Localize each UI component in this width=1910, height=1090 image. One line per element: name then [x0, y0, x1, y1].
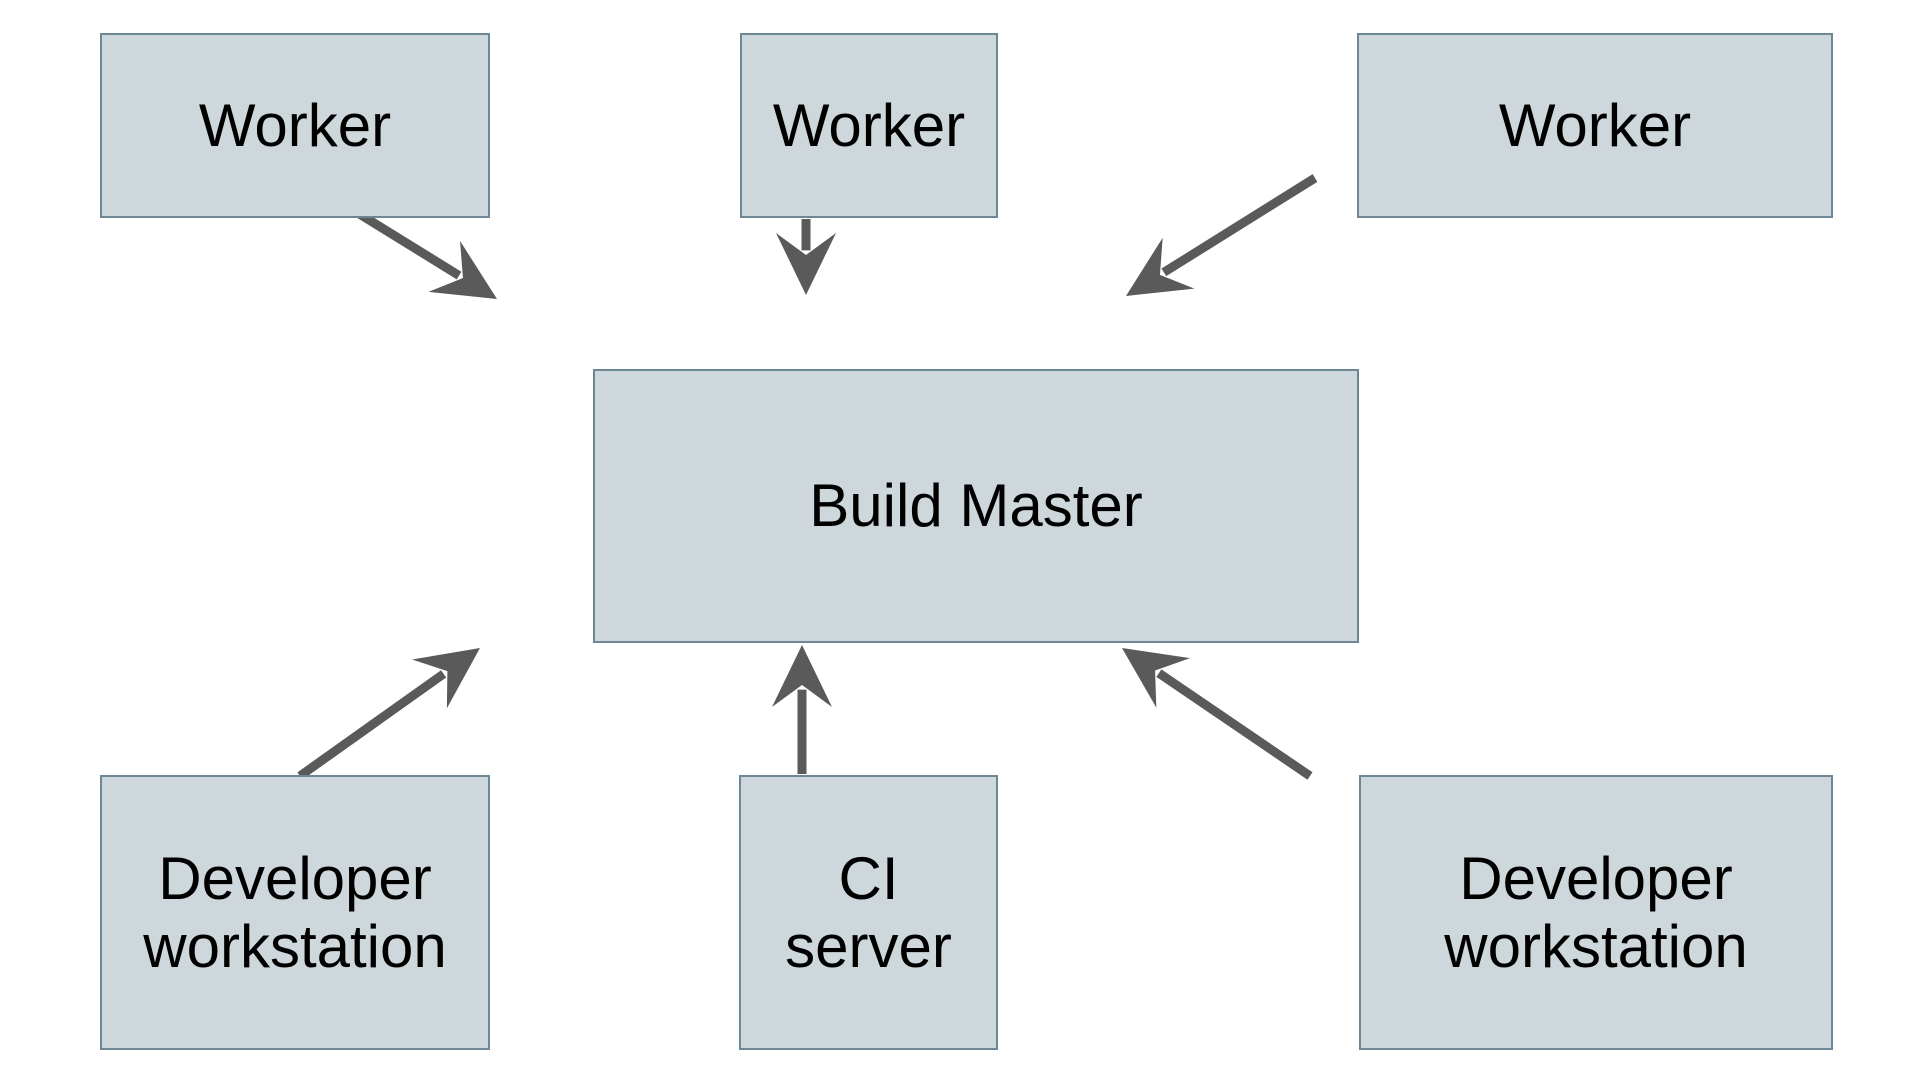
edge-developer-workstation-left-to-build-master	[297, 648, 480, 780]
edge-worker-right-to-build-master	[1126, 174, 1318, 296]
node-label: Developer workstation	[143, 845, 447, 980]
node-worker-left[interactable]: Worker	[100, 33, 490, 218]
node-worker-right[interactable]: Worker	[1357, 33, 1833, 218]
node-developer-workstation-left[interactable]: Developer workstation	[100, 775, 490, 1050]
edge-ci-server-to-build-master	[772, 645, 832, 774]
edge-developer-workstation-right-to-build-master	[1122, 648, 1313, 780]
node-label: Worker	[198, 91, 392, 159]
node-label: Developer workstation	[1444, 845, 1748, 980]
node-build-master[interactable]: Build Master	[593, 369, 1359, 643]
node-worker-center[interactable]: Worker	[740, 33, 998, 218]
edge-worker-center-to-build-master	[776, 219, 836, 295]
node-developer-workstation-right[interactable]: Developer workstation	[1359, 775, 1833, 1050]
node-label: Worker	[772, 91, 966, 159]
node-label: CI server	[785, 845, 952, 980]
node-label: Build Master	[809, 472, 1143, 540]
node-label: Worker	[1498, 91, 1692, 159]
node-ci-server[interactable]: CI server	[739, 775, 998, 1050]
